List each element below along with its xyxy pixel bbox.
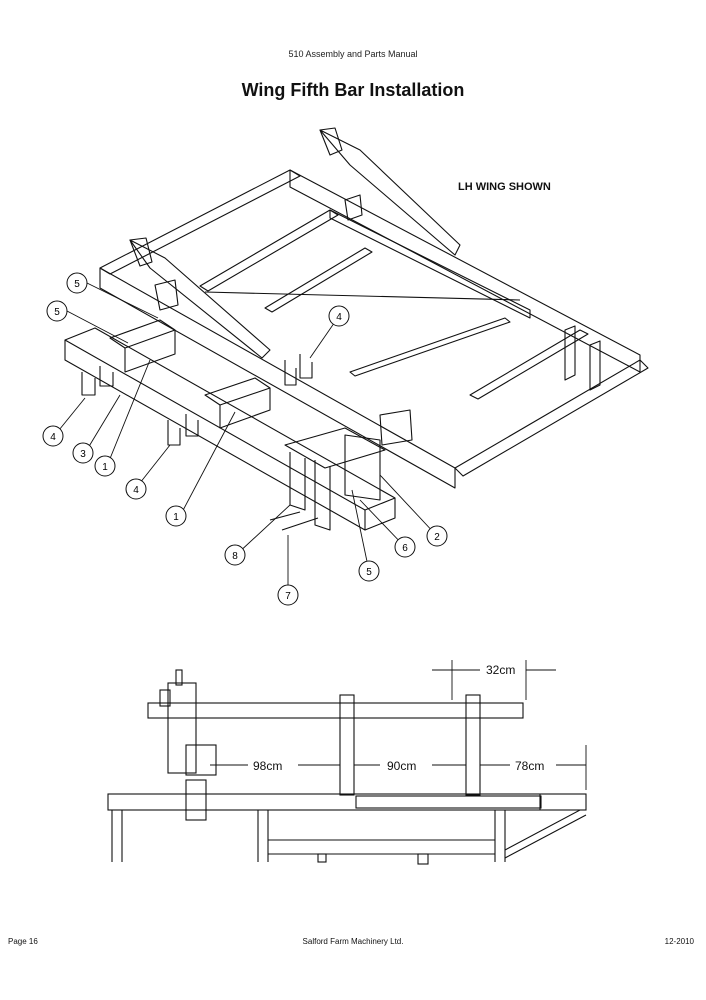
dimension-label: 90cm (387, 759, 416, 773)
svg-text:4: 4 (50, 432, 56, 443)
page-title: Wing Fifth Bar Installation (241, 80, 465, 100)
callout-circle: 5 (46, 300, 68, 322)
svg-text:2: 2 (434, 532, 440, 543)
callout-circle: 2 (426, 525, 448, 547)
callout-circle: 4 (328, 305, 350, 327)
callout-circle: 1 (165, 505, 187, 527)
callout-circle: 4 (125, 478, 147, 500)
dimension-label: 78cm (515, 759, 544, 773)
hitch-arm-rear (319, 129, 461, 256)
lh-wing-note: LH WING SHOWN (458, 181, 551, 193)
outer-frame-rail (454, 359, 649, 477)
svg-text:4: 4 (133, 485, 139, 496)
callout-circle: 1 (94, 455, 116, 477)
callout-circle: 5 (358, 560, 380, 582)
end-bracket (284, 427, 386, 469)
inner-frame-rail (99, 169, 301, 275)
callout-circle: 3 (72, 442, 94, 464)
svg-text:8: 8 (232, 551, 238, 562)
callout-circle: 8 (224, 544, 246, 566)
svg-text:1: 1 (173, 512, 179, 523)
side-view-drawing (107, 669, 587, 865)
callout-circle: 5 (66, 272, 88, 294)
dimension-label: 98cm (253, 759, 282, 773)
callout-circle: 7 (277, 584, 299, 606)
page-number: Page 16 (8, 937, 38, 946)
company-name: Salford Farm Machinery Ltd. (302, 937, 404, 946)
callout-group: 5 5 4 4 3 1 4 1 8 7 5 6 2 (42, 272, 448, 606)
svg-text:6: 6 (402, 543, 408, 554)
rear-frame-rail-top (289, 169, 641, 373)
svg-text:5: 5 (366, 567, 372, 578)
dimension-label: 32cm (486, 663, 515, 677)
revision-date: 12-2010 (664, 937, 694, 946)
svg-text:5: 5 (54, 307, 60, 318)
svg-text:7: 7 (285, 591, 291, 602)
svg-text:5: 5 (74, 279, 80, 290)
callout-circle: 6 (394, 536, 416, 558)
svg-text:1: 1 (102, 462, 108, 473)
svg-text:3: 3 (80, 449, 86, 460)
front-frame-rail (99, 267, 456, 489)
svg-text:4: 4 (336, 312, 342, 323)
manual-header: 510 Assembly and Parts Manual (288, 49, 418, 59)
callout-circle: 4 (42, 425, 64, 447)
